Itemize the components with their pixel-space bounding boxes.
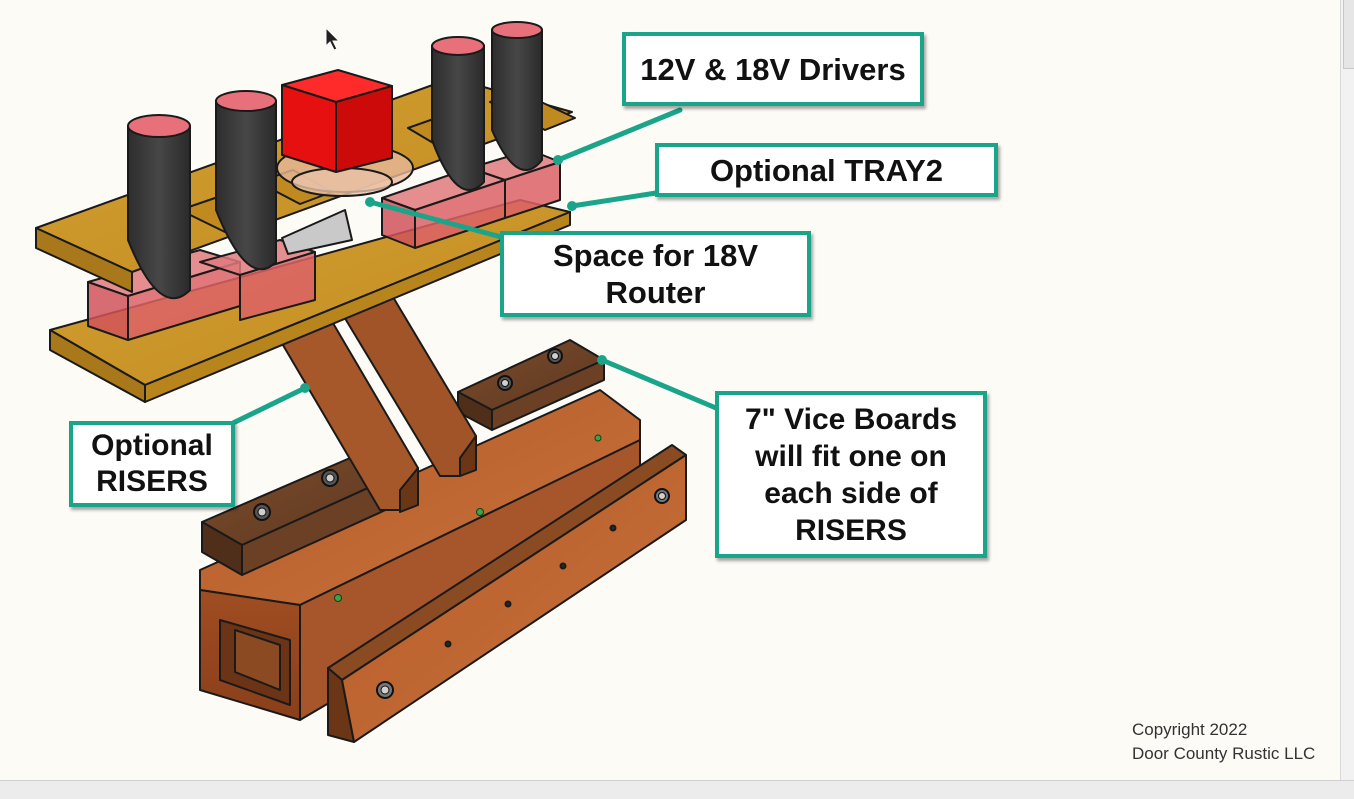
copyright-year: Copyright 2022: [1132, 720, 1248, 739]
callout-risers: Optional RISERS: [69, 421, 235, 507]
model-viewport[interactable]: 12V & 18V Drivers Optional TRAY2 Space f…: [0, 0, 1340, 780]
vertical-scroll-thumb[interactable]: [1343, 0, 1354, 69]
vice-board-front: [327, 444, 687, 743]
tool-tray-model: [35, 21, 719, 743]
battery-cube: [281, 69, 393, 173]
horizontal-scrollbar[interactable]: [0, 780, 1354, 799]
callout-leaders: [230, 107, 719, 426]
callout-leader-dots: [300, 155, 607, 393]
support-legs: [279, 291, 477, 513]
copyright-notice: Copyright 2022 Door County Rustic LLC: [1132, 718, 1315, 766]
vertical-scrollbar[interactable]: [1340, 0, 1354, 780]
mouse-cursor-icon: [325, 26, 341, 51]
driver-cylinders: [127, 21, 543, 300]
riser-left: [201, 457, 391, 576]
copyright-owner: Door County Rustic LLC: [1132, 744, 1316, 763]
callout-router-space: Space for 18V Router: [500, 231, 811, 317]
callout-tray2: Optional TRAY2: [655, 143, 998, 197]
riser-right: [457, 339, 605, 431]
callout-vice-boards: 7" Vice Boards will fit one on each side…: [715, 391, 987, 558]
callout-drivers: 12V & 18V Drivers: [622, 32, 924, 106]
